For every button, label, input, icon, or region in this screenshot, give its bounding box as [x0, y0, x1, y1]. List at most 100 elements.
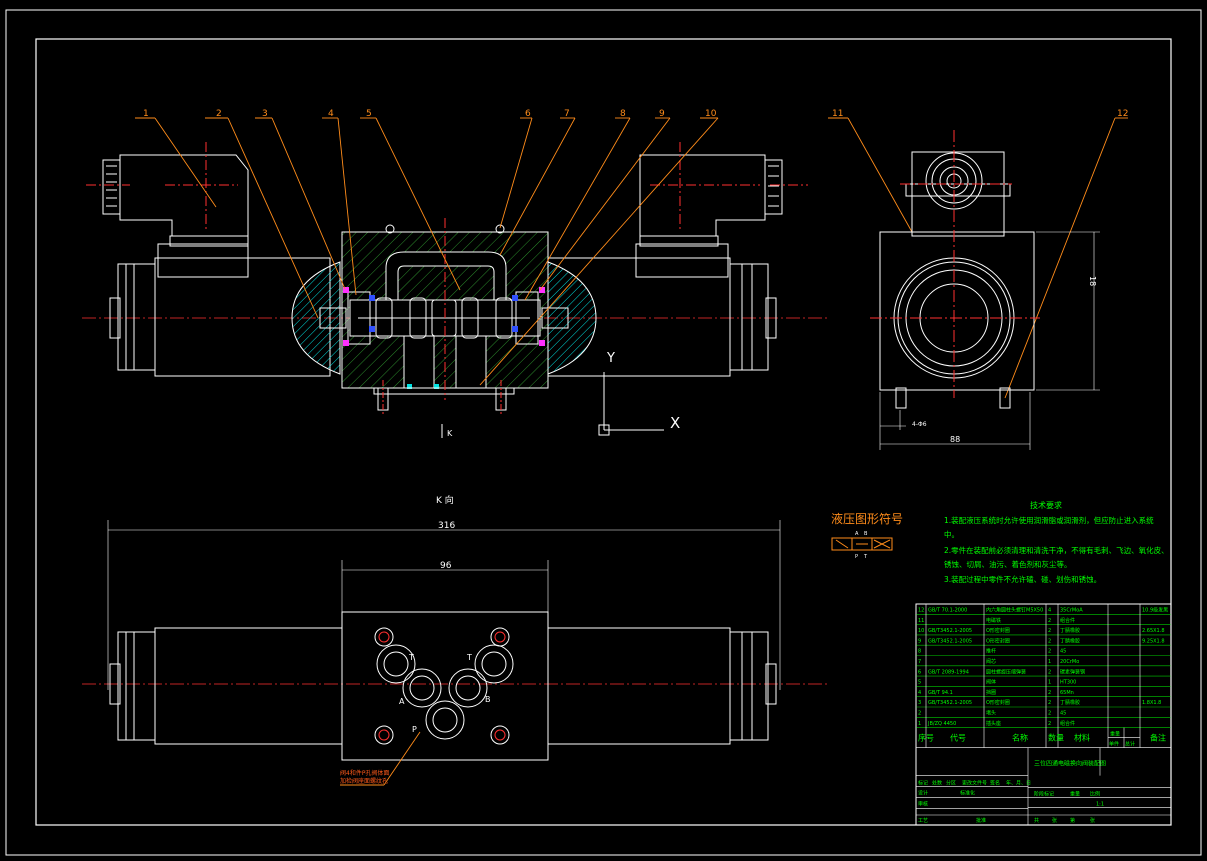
tech-req-item: 锈蚀、切屑、油污、着色剂和灰尘等。 — [944, 559, 1072, 569]
parts-row-code: GB/T3452.1-2005 — [928, 628, 972, 634]
check-row-label: 审核 — [918, 801, 928, 808]
parts-row-no: 7 — [918, 659, 921, 665]
stage-label: 阶段标记 — [1034, 791, 1054, 798]
balloon-6: 6 — [525, 109, 531, 119]
balloon-4: 4 — [328, 109, 334, 119]
port-note-line-1: 阀4和件P孔阀体面 — [340, 769, 389, 777]
parts-row-no: 2 — [918, 711, 921, 717]
parts-row-no: 12 — [918, 608, 924, 614]
balloon-9: 9 — [659, 109, 665, 119]
tech-req-item: 3.装配过程中零件不允许磕、碰、划伤和锈蚀。 — [944, 574, 1101, 584]
k-view: K 向 316 96 T T A B P — [82, 494, 830, 786]
dim-side-width: 88 — [950, 435, 960, 444]
parts-row-qty: 1 — [1048, 680, 1051, 686]
parts-row-note: 10.9级发黑 — [1142, 607, 1168, 614]
scale-value: 1:1 — [1096, 802, 1104, 808]
part-leaders — [135, 117, 1128, 399]
parts-row-name: 电磁铁 — [986, 617, 1001, 624]
parts-row-name: 圆柱螺旋压缩弹簧 — [986, 668, 1026, 675]
parts-row-name: 阀芯 — [986, 658, 996, 665]
drawing-title: 三位四通电磁换向阀装配图 — [1034, 760, 1106, 768]
symbol-port-b: B — [864, 531, 868, 537]
parts-row-material: 组合件 — [1060, 617, 1075, 624]
parts-header-cell: 代号 — [950, 733, 966, 743]
dim-mount-offset: 4-Φ6 — [912, 421, 927, 428]
parts-row-code: JB/ZQ 4450 — [927, 721, 956, 727]
parts-row-material: 45 — [1060, 711, 1066, 717]
parts-row-no: 9 — [918, 638, 921, 644]
parts-row-name: O形密封圈 — [986, 637, 1010, 644]
parts-row-qty: 2 — [1048, 669, 1051, 675]
balloon-10: 10 — [705, 109, 717, 119]
parts-row-material: 碳素弹簧钢 — [1060, 668, 1085, 675]
inner-frame — [35, 38, 1172, 826]
outer-border — [5, 9, 1202, 856]
parts-row-name: 阀体 — [986, 679, 996, 686]
balloon-3: 3 — [262, 109, 268, 119]
parts-row-code: GB/T3452.1-2005 — [928, 638, 972, 644]
tech-req-title: 技术要求 — [1030, 500, 1062, 510]
sheet-row-cell: 第 — [1070, 817, 1075, 824]
parts-row-no: 8 — [918, 649, 921, 655]
hydraulic-symbol: 液压图形符号 A B P T — [831, 511, 903, 560]
sign-row-cell: 分区 — [946, 780, 956, 787]
parts-row-qty: 2 — [1048, 618, 1051, 624]
parts-row-qty: 2 — [1048, 690, 1051, 696]
front-section-view: K Y X — [82, 142, 830, 438]
parts-header-cell: 序号 — [918, 733, 934, 743]
stage-label: 比例 — [1090, 791, 1100, 798]
port-note-line-2: 加检阀座面螺纹孔 — [340, 777, 388, 785]
parts-row-no: 5 — [918, 680, 921, 686]
sign-row-cell: 更改文件号 — [962, 780, 987, 787]
stage-label: 重量 — [1070, 791, 1080, 798]
parts-row-material: 组合件 — [1060, 720, 1075, 727]
parts-row-note: 9.25X1.8 — [1142, 638, 1165, 644]
balloon-12: 12 — [1117, 109, 1128, 119]
dim-side-height: 18 — [1088, 276, 1097, 286]
balloon-5: 5 — [366, 109, 372, 119]
parts-row-name: 插头座 — [986, 720, 1001, 727]
parts-row-material: 丁腈橡胶 — [1060, 627, 1080, 634]
design-row-label: 标准化 — [960, 790, 975, 797]
hydraulic-symbol-title: 液压图形符号 — [831, 511, 903, 526]
parts-row-no: 11 — [918, 618, 924, 624]
parts-row-material: 35CrMoA — [1060, 608, 1083, 614]
parts-row-no: 10 — [918, 628, 924, 634]
parts-row-material: 20CrMo — [1060, 659, 1079, 665]
sign-row-cell: 年、月、日 — [1006, 780, 1031, 787]
balloon-8: 8 — [620, 109, 626, 119]
parts-row-name: O形密封圈 — [986, 627, 1010, 634]
parts-row-name: 挡圈 — [986, 689, 996, 696]
sheet-row-cell: 张 — [1090, 817, 1095, 824]
sheet-row-cell: 张 — [1052, 817, 1057, 824]
parts-row-material: 丁腈橡胶 — [1060, 699, 1080, 706]
parts-row-qty: 2 — [1048, 721, 1051, 727]
parts-header-cell: 备注 — [1150, 733, 1166, 743]
parts-row-name: 内六角圆柱头螺钉M5X50 — [986, 607, 1043, 614]
parts-row-material: 丁腈橡胶 — [1060, 637, 1080, 644]
tech-req-item: 1.装配液压系统时允许使用润滑脂或润滑剂，但应防止进入系统 — [944, 515, 1154, 525]
balloon-2: 2 — [216, 109, 222, 119]
symbol-port-a: A — [855, 531, 859, 537]
axis-x-label: X — [670, 414, 680, 432]
sign-row-cell: 标记 — [918, 780, 928, 787]
part-balloon-labels: 1 2 3 4 5 6 7 8 9 10 11 12 — [143, 109, 1128, 119]
sign-row-cell: 签名 — [990, 780, 1000, 787]
balloon-7: 7 — [564, 109, 570, 119]
parts-row-qty: 2 — [1048, 711, 1051, 717]
port-label-t-right: T — [466, 653, 472, 662]
parts-row-qty: 2 — [1048, 628, 1051, 634]
dim-body-width: 96 — [440, 561, 452, 571]
parts-header-cell: 单件 — [1109, 741, 1119, 748]
side-view: 18 88 4-Φ6 — [870, 130, 1100, 450]
axis-y-label: Y — [606, 351, 615, 366]
parts-row-no: 1 — [918, 721, 921, 727]
sheet-row-cell: 共 — [1034, 817, 1039, 824]
parts-row-name: 堵头 — [986, 710, 996, 717]
parts-row-qty: 2 — [1048, 638, 1051, 644]
port-label-b: B — [485, 695, 491, 704]
parts-row-no: 4 — [918, 690, 921, 696]
parts-row-code: GB/T 94.1 — [928, 690, 953, 696]
parts-row-material: HT300 — [1060, 680, 1076, 686]
